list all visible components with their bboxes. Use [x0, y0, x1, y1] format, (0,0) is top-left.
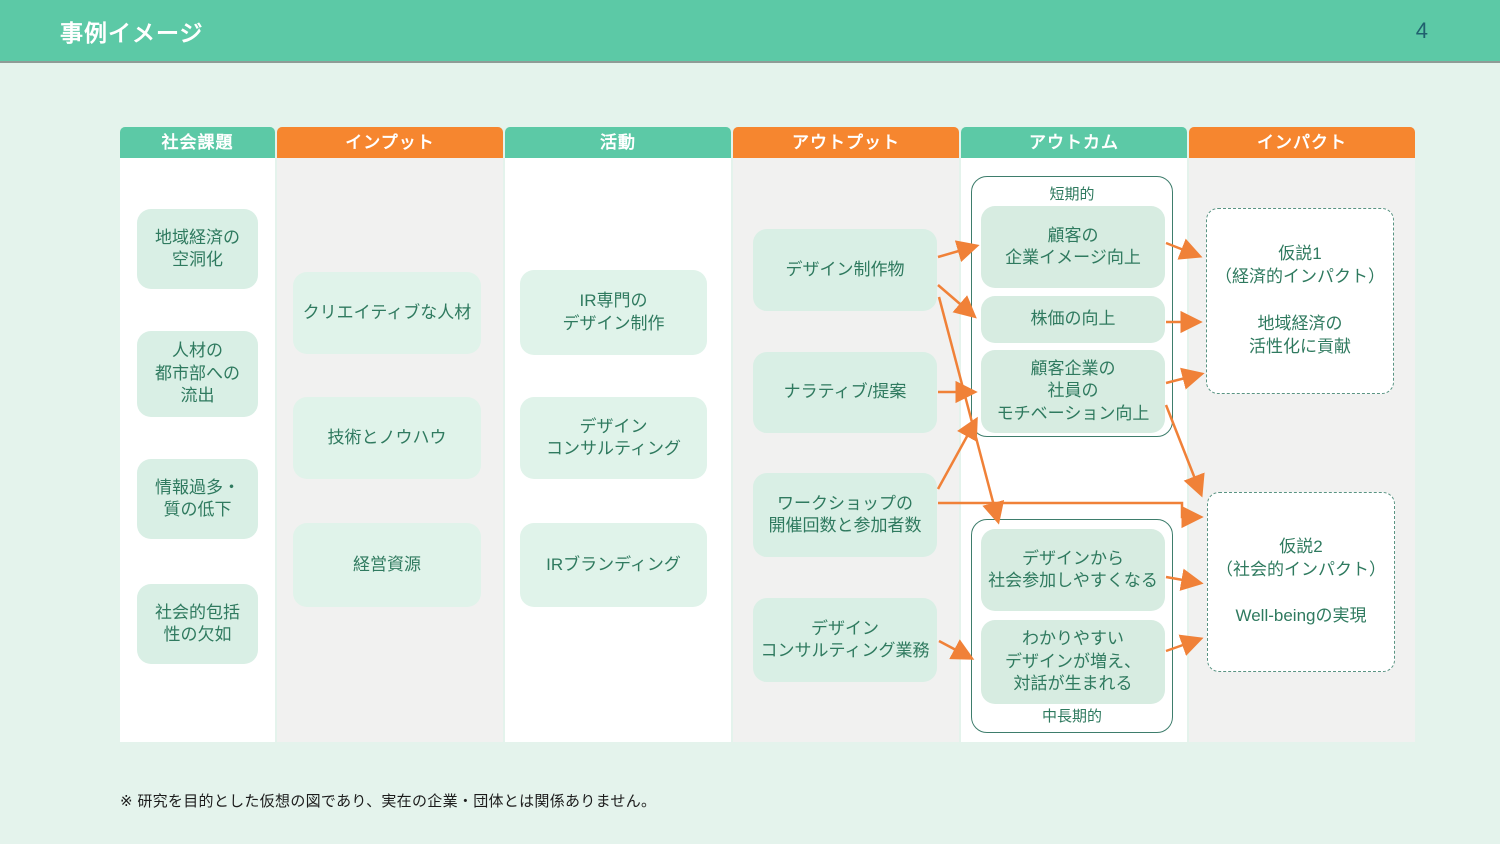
- outcome-box: わかりやすい デザインが増え、 対話が生まれる: [981, 620, 1165, 704]
- output-box: ワークショップの 開催回数と参加者数: [753, 473, 937, 557]
- impact-hypothesis-1-box: 仮説1 （経済的インパクト） 地域経済の 活性化に貢献: [1206, 208, 1394, 394]
- footnote-disclaimer: ※ 研究を目的とした仮想の図であり、実在の企業・団体とは関係ありません。: [120, 793, 657, 810]
- output-box: デザイン制作物: [753, 229, 937, 311]
- impact-hypothesis-2-box: 仮説2 （社会的インパクト） Well-beingの実現: [1207, 492, 1395, 672]
- impact-hypothesis-2-body: Well-beingの実現: [1235, 606, 1367, 626]
- outcome-group-label-mid-long-term: 中長期的: [1041, 708, 1102, 725]
- outcome-box: デザインから 社会参加しやすくなる: [981, 529, 1165, 611]
- social-issue-box: 社会的包括 性の欠如: [137, 584, 258, 664]
- social-issue-box: 情報過多・ 質の低下: [137, 459, 258, 539]
- activity-box: デザイン コンサルティング: [520, 397, 707, 479]
- social-issue-box: 地域経済の 空洞化: [137, 209, 258, 289]
- impact-hypothesis-2-title: 仮説2 （社会的インパクト）: [1216, 536, 1386, 579]
- social-issue-box: 人材の 都市部への 流出: [137, 331, 258, 417]
- outcome-box: 顧客の 企業イメージ向上: [981, 206, 1165, 288]
- impact-hypothesis-1-body: 地域経済の 活性化に貢献: [1249, 314, 1351, 356]
- column-header-outcome: アウトカム: [961, 127, 1187, 158]
- column-header-input: インプット: [277, 127, 503, 158]
- outcome-box: 株価の向上: [981, 296, 1165, 343]
- input-box: 技術とノウハウ: [293, 397, 481, 479]
- column-header-activity: 活動: [505, 127, 731, 158]
- outcome-group-label-short-term: 短期的: [1049, 186, 1095, 203]
- column-header-output: アウトプット: [733, 127, 959, 158]
- output-box: ナラティブ/提案: [753, 352, 937, 433]
- column-header-impact: インパクト: [1189, 127, 1415, 158]
- input-box: クリエイティブな人材: [293, 272, 481, 354]
- activity-box: IR専門の デザイン制作: [520, 270, 707, 355]
- impact-hypothesis-1-title: 仮説1 （経済的インパクト）: [1215, 244, 1385, 287]
- slide-header-bar: 事例イメージ 4: [0, 0, 1500, 63]
- outcome-box: 顧客企業の 社員の モチベーション向上: [981, 350, 1165, 433]
- column-header-social-issues: 社会課題: [120, 127, 275, 158]
- page-title: 事例イメージ: [60, 19, 204, 46]
- activity-box: IRブランディング: [520, 523, 707, 607]
- input-box: 経営資源: [293, 523, 481, 607]
- output-box: デザイン コンサルティング業務: [753, 598, 937, 682]
- page-number: 4: [1415, 17, 1428, 43]
